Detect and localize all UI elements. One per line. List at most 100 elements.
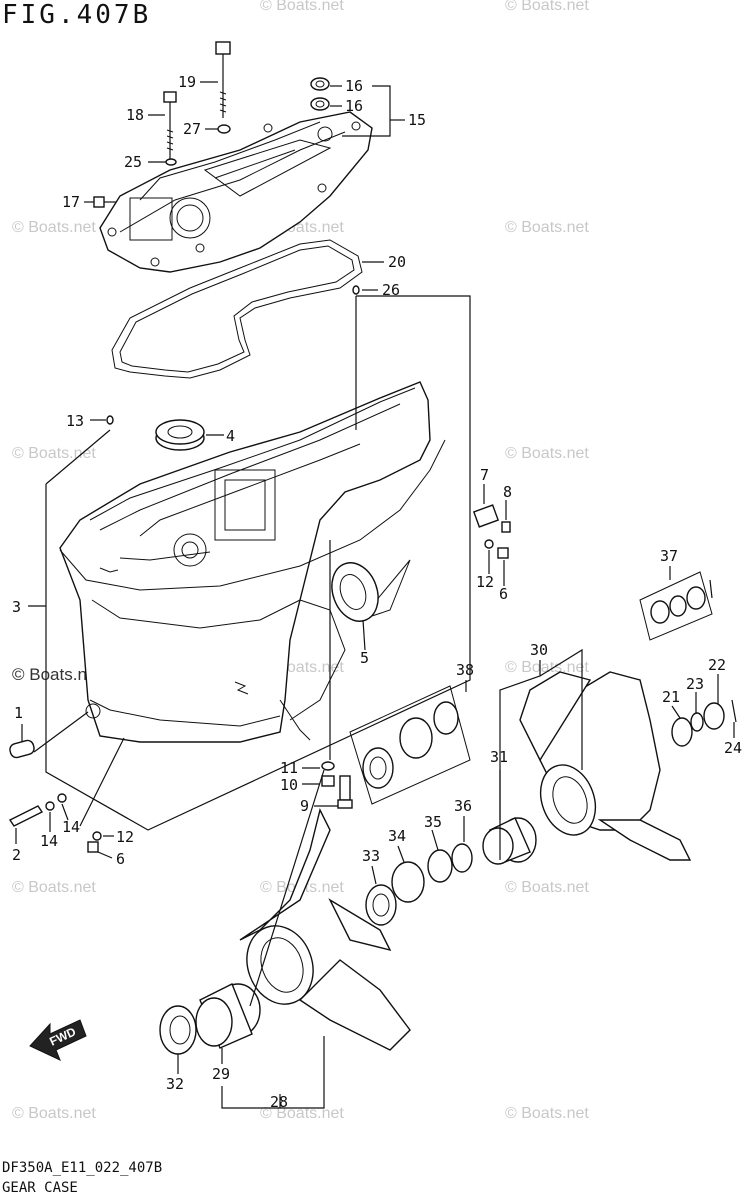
callout-18: 18: [126, 106, 144, 124]
washer-14: [45, 801, 55, 811]
screw-8: [501, 521, 511, 533]
washer-12: [484, 539, 494, 549]
bolt-19: [215, 41, 231, 118]
callout-6: 6: [499, 585, 508, 603]
callout-11: 11: [280, 759, 298, 777]
callout-14: 14: [62, 818, 80, 836]
callout-8: 8: [503, 483, 512, 501]
plug-6: [87, 841, 99, 853]
gasket-20: [111, 239, 363, 379]
pin-1: [9, 739, 35, 759]
watermark: © Boats.net: [12, 219, 96, 236]
callout-5: 5: [360, 649, 369, 667]
callout-12: 12: [476, 573, 494, 591]
callout-3: 3: [12, 598, 21, 616]
nut-10: [321, 775, 335, 787]
bolt-18: [163, 91, 177, 160]
callout-16: 16: [345, 97, 363, 115]
spacer-34: [391, 861, 425, 903]
callout-12: 12: [116, 828, 134, 846]
upper-plate: [99, 111, 373, 273]
callout-16: 16: [345, 77, 363, 95]
callout-13: 13: [66, 412, 84, 430]
callout-2: 2: [12, 846, 21, 864]
bushing-31: [482, 817, 537, 865]
cotter-pin-24: [731, 699, 737, 723]
watermark: © Boats.net: [505, 1105, 589, 1122]
bearing-4: [155, 419, 205, 451]
watermark: © Boats.net: [505, 0, 589, 14]
kit-38: [349, 685, 471, 805]
watermark: © Boats.net: [12, 1105, 96, 1122]
bearing-5: [331, 562, 379, 622]
callout-10: 10: [280, 776, 298, 794]
drawing-code: DF350A_E11_022_407B: [2, 1160, 163, 1176]
callout-19: 19: [178, 73, 196, 91]
callout-20: 20: [388, 253, 406, 271]
callout-25: 25: [124, 153, 142, 171]
callout-6: 6: [116, 850, 125, 868]
callout-29: 29: [212, 1065, 230, 1083]
callout-38: 38: [456, 661, 474, 679]
figure-title: FIG.407B: [2, 0, 152, 30]
callout-32: 32: [166, 1075, 184, 1093]
nut-kit-37: [639, 571, 713, 641]
assembly-caption: GEAR CASE: [2, 1180, 78, 1196]
callout-23: 23: [686, 675, 704, 693]
fwd-direction-arrow: FWD: [29, 1019, 87, 1061]
nut-22: [703, 702, 725, 730]
bolt-9: [337, 775, 353, 809]
callout-24: 24: [724, 739, 742, 757]
dowel-13: [106, 415, 114, 425]
watermark: © Boats.net: [505, 879, 589, 896]
callout-28: 28: [270, 1093, 288, 1111]
watermark: © Boats.net: [505, 445, 589, 462]
callout-37: 37: [660, 547, 678, 565]
callout-17: 17: [62, 193, 80, 211]
watermark: © Boats.net: [12, 445, 96, 462]
callout-34: 34: [388, 827, 406, 845]
callout-22: 22: [708, 656, 726, 674]
washer-36: [451, 843, 473, 873]
propeller-30: [519, 671, 692, 861]
callout-30: 30: [530, 641, 548, 659]
washer-12: [92, 831, 102, 841]
propeller-28: [239, 807, 411, 1051]
watermark: © Boats.net: [505, 659, 589, 676]
washer-27: [217, 124, 231, 134]
bolt-17: [93, 196, 116, 208]
thrust-washer-32: [159, 1005, 197, 1055]
washer-11: [321, 761, 335, 771]
thrust-washer-33: [365, 884, 397, 926]
washer-14: [57, 793, 67, 803]
watermark: © Boats.net: [12, 879, 96, 896]
callout-14: 14: [40, 832, 58, 850]
watermark-dark: © Boats.net: [12, 665, 101, 684]
watermark: © Boats.net: [505, 219, 589, 236]
gear-case-housing: [59, 381, 446, 743]
callout-31: 31: [490, 748, 508, 766]
anode-7: [472, 504, 500, 528]
callout-1: 1: [14, 704, 23, 722]
dowel-26: [352, 285, 360, 295]
callout-4: 4: [226, 427, 235, 445]
callout-27: 27: [183, 120, 201, 138]
washer-23: [690, 712, 704, 732]
callout-21: 21: [662, 688, 680, 706]
plug-6: [497, 547, 509, 559]
bushing-29: [195, 983, 261, 1049]
callout-36: 36: [454, 797, 472, 815]
washer-21: [671, 717, 693, 747]
callout-9: 9: [300, 797, 309, 815]
nut-35: [427, 849, 453, 883]
seal-16: [310, 77, 330, 111]
washer-25: [165, 158, 177, 166]
watermark: © Boats.net: [260, 1105, 344, 1122]
callout-15: 15: [408, 111, 426, 129]
callout-26: 26: [382, 281, 400, 299]
plug-2: [8, 805, 44, 827]
callout-33: 33: [362, 847, 380, 865]
callout-labels: 1 2 3 4 5 6 6 7 8 9 10 11 12 12 13 14 14…: [12, 73, 742, 1111]
